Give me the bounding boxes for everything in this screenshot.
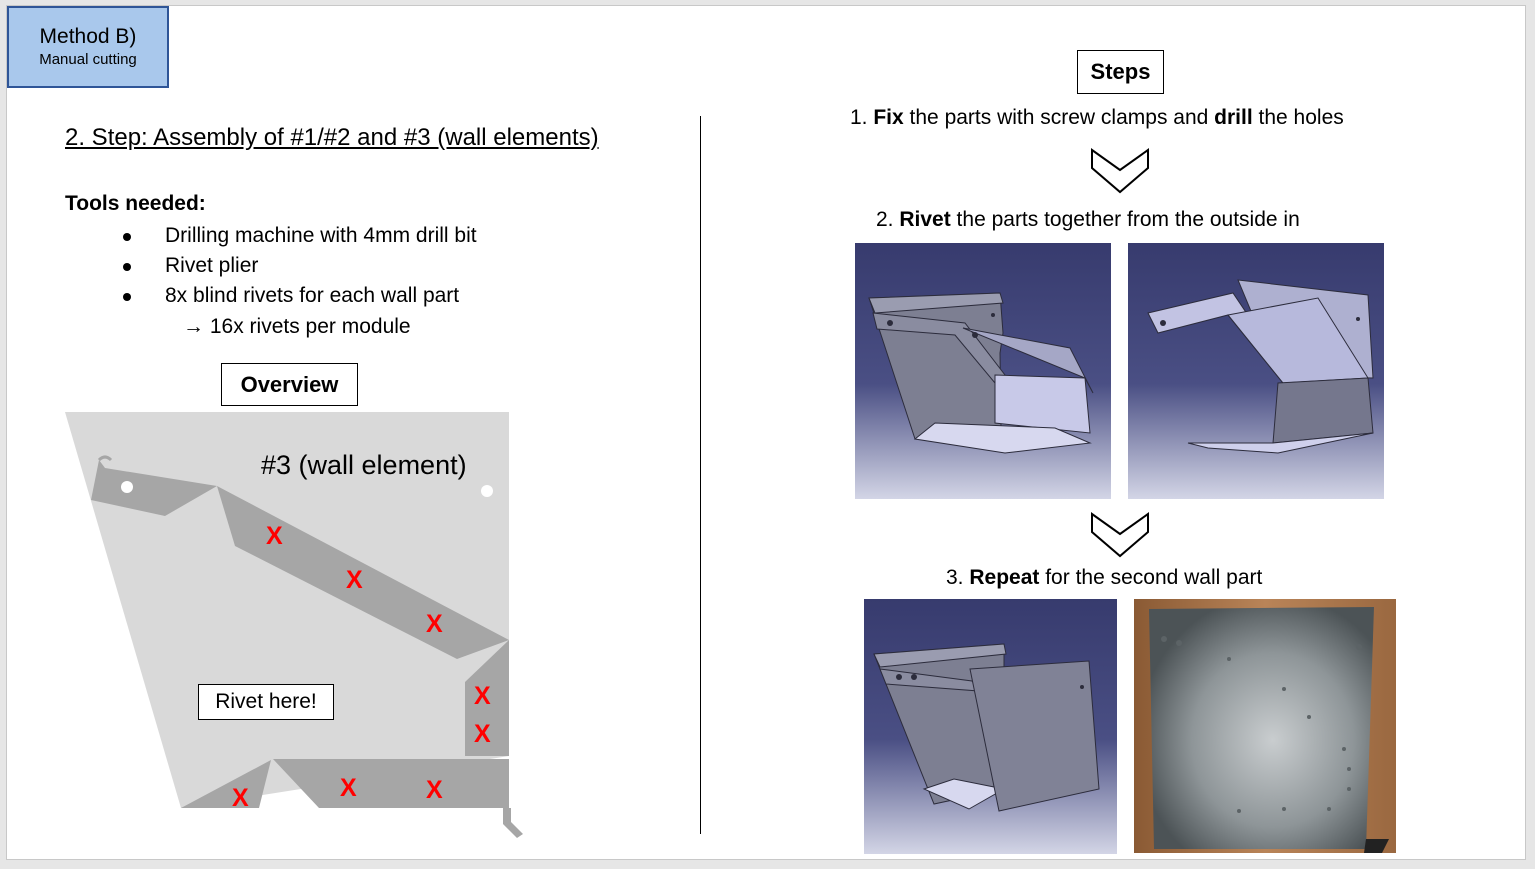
bullet-icon xyxy=(123,263,131,271)
step-number: 3. xyxy=(946,566,964,589)
rivet-strip-bottom xyxy=(273,759,509,808)
rivet-marker: X xyxy=(426,610,443,638)
method-title: Method B) xyxy=(39,25,137,48)
bottom-flange xyxy=(503,808,523,838)
mount-tab xyxy=(91,460,217,516)
step-text: the parts together from the outside in xyxy=(950,208,1300,231)
cad-render-front xyxy=(855,243,1111,499)
hole-icon xyxy=(481,485,493,497)
rivet-marker: X xyxy=(266,522,283,550)
tool-item: 8x blind rivets for each wall part xyxy=(165,284,460,307)
steps-heading: Steps xyxy=(1077,50,1164,94)
tab-hook xyxy=(97,455,113,462)
wall-element-label: #3 (wall element) xyxy=(261,450,467,480)
rivet-marker: X xyxy=(474,682,491,710)
rivet-marker: X xyxy=(474,720,491,748)
rivet-count-note: → 16x rivets per module xyxy=(183,315,411,339)
arrow-right-icon: → xyxy=(183,315,204,338)
overview-label: Overview xyxy=(221,363,358,406)
wall-plate xyxy=(65,412,509,808)
rivet-here-label: Rivet here! xyxy=(198,684,334,720)
chevron-down-icon xyxy=(1091,148,1149,194)
hole-icon xyxy=(121,481,133,493)
tool-item: Drilling machine with 4mm drill bit xyxy=(165,224,477,247)
rivet-strip-corner xyxy=(181,760,271,808)
rivet-count-text: 16x rivets per module xyxy=(209,315,411,338)
step-keyword: drill xyxy=(1214,106,1253,129)
method-box: Method B) Manual cutting xyxy=(7,6,169,88)
step-keyword: Fix xyxy=(873,106,904,129)
cad-render-second-wall xyxy=(864,599,1117,854)
bullet-icon xyxy=(123,293,131,301)
step-keyword: Rivet xyxy=(899,208,951,231)
bullet-icon xyxy=(123,233,131,241)
rivet-marker: X xyxy=(340,774,357,802)
method-subtitle: Manual cutting xyxy=(39,51,137,68)
slide: Method B) Manual cutting 2. Step: Assemb… xyxy=(6,5,1526,860)
step-number: 1. xyxy=(850,106,868,129)
step-keyword: Repeat xyxy=(969,566,1040,589)
step-title: 2. Step: Assembly of #1/#2 and #3 (wall … xyxy=(65,124,599,151)
chevron-down-icon xyxy=(1091,512,1149,558)
step-3-text: 3. Repeat for the second wall part xyxy=(946,566,1262,590)
rivet-strip-diagonal xyxy=(217,486,509,659)
rivet-marker: X xyxy=(346,566,363,594)
rivet-strip-vertical xyxy=(465,640,509,756)
step-1-text: 1. Fix the parts with screw clamps and d… xyxy=(850,106,1344,130)
step-text: the holes xyxy=(1252,106,1344,129)
step-number: 2. xyxy=(876,208,894,231)
tools-heading: Tools needed: xyxy=(65,192,206,215)
step-text: for the second wall part xyxy=(1039,566,1263,589)
tool-item: Rivet plier xyxy=(165,254,259,277)
assembled-wall-photo xyxy=(1134,599,1396,853)
rivet-marker: X xyxy=(426,776,443,804)
cad-render-side xyxy=(1128,243,1384,499)
step-2-text: 2. Rivet the parts together from the out… xyxy=(876,208,1300,232)
wall-element-diagram: X X X X X X X X #3 (wall element) xyxy=(65,410,535,845)
step-text: the parts with screw clamps and xyxy=(903,106,1215,129)
column-divider xyxy=(700,116,701,834)
rivet-marker: X xyxy=(232,784,249,812)
